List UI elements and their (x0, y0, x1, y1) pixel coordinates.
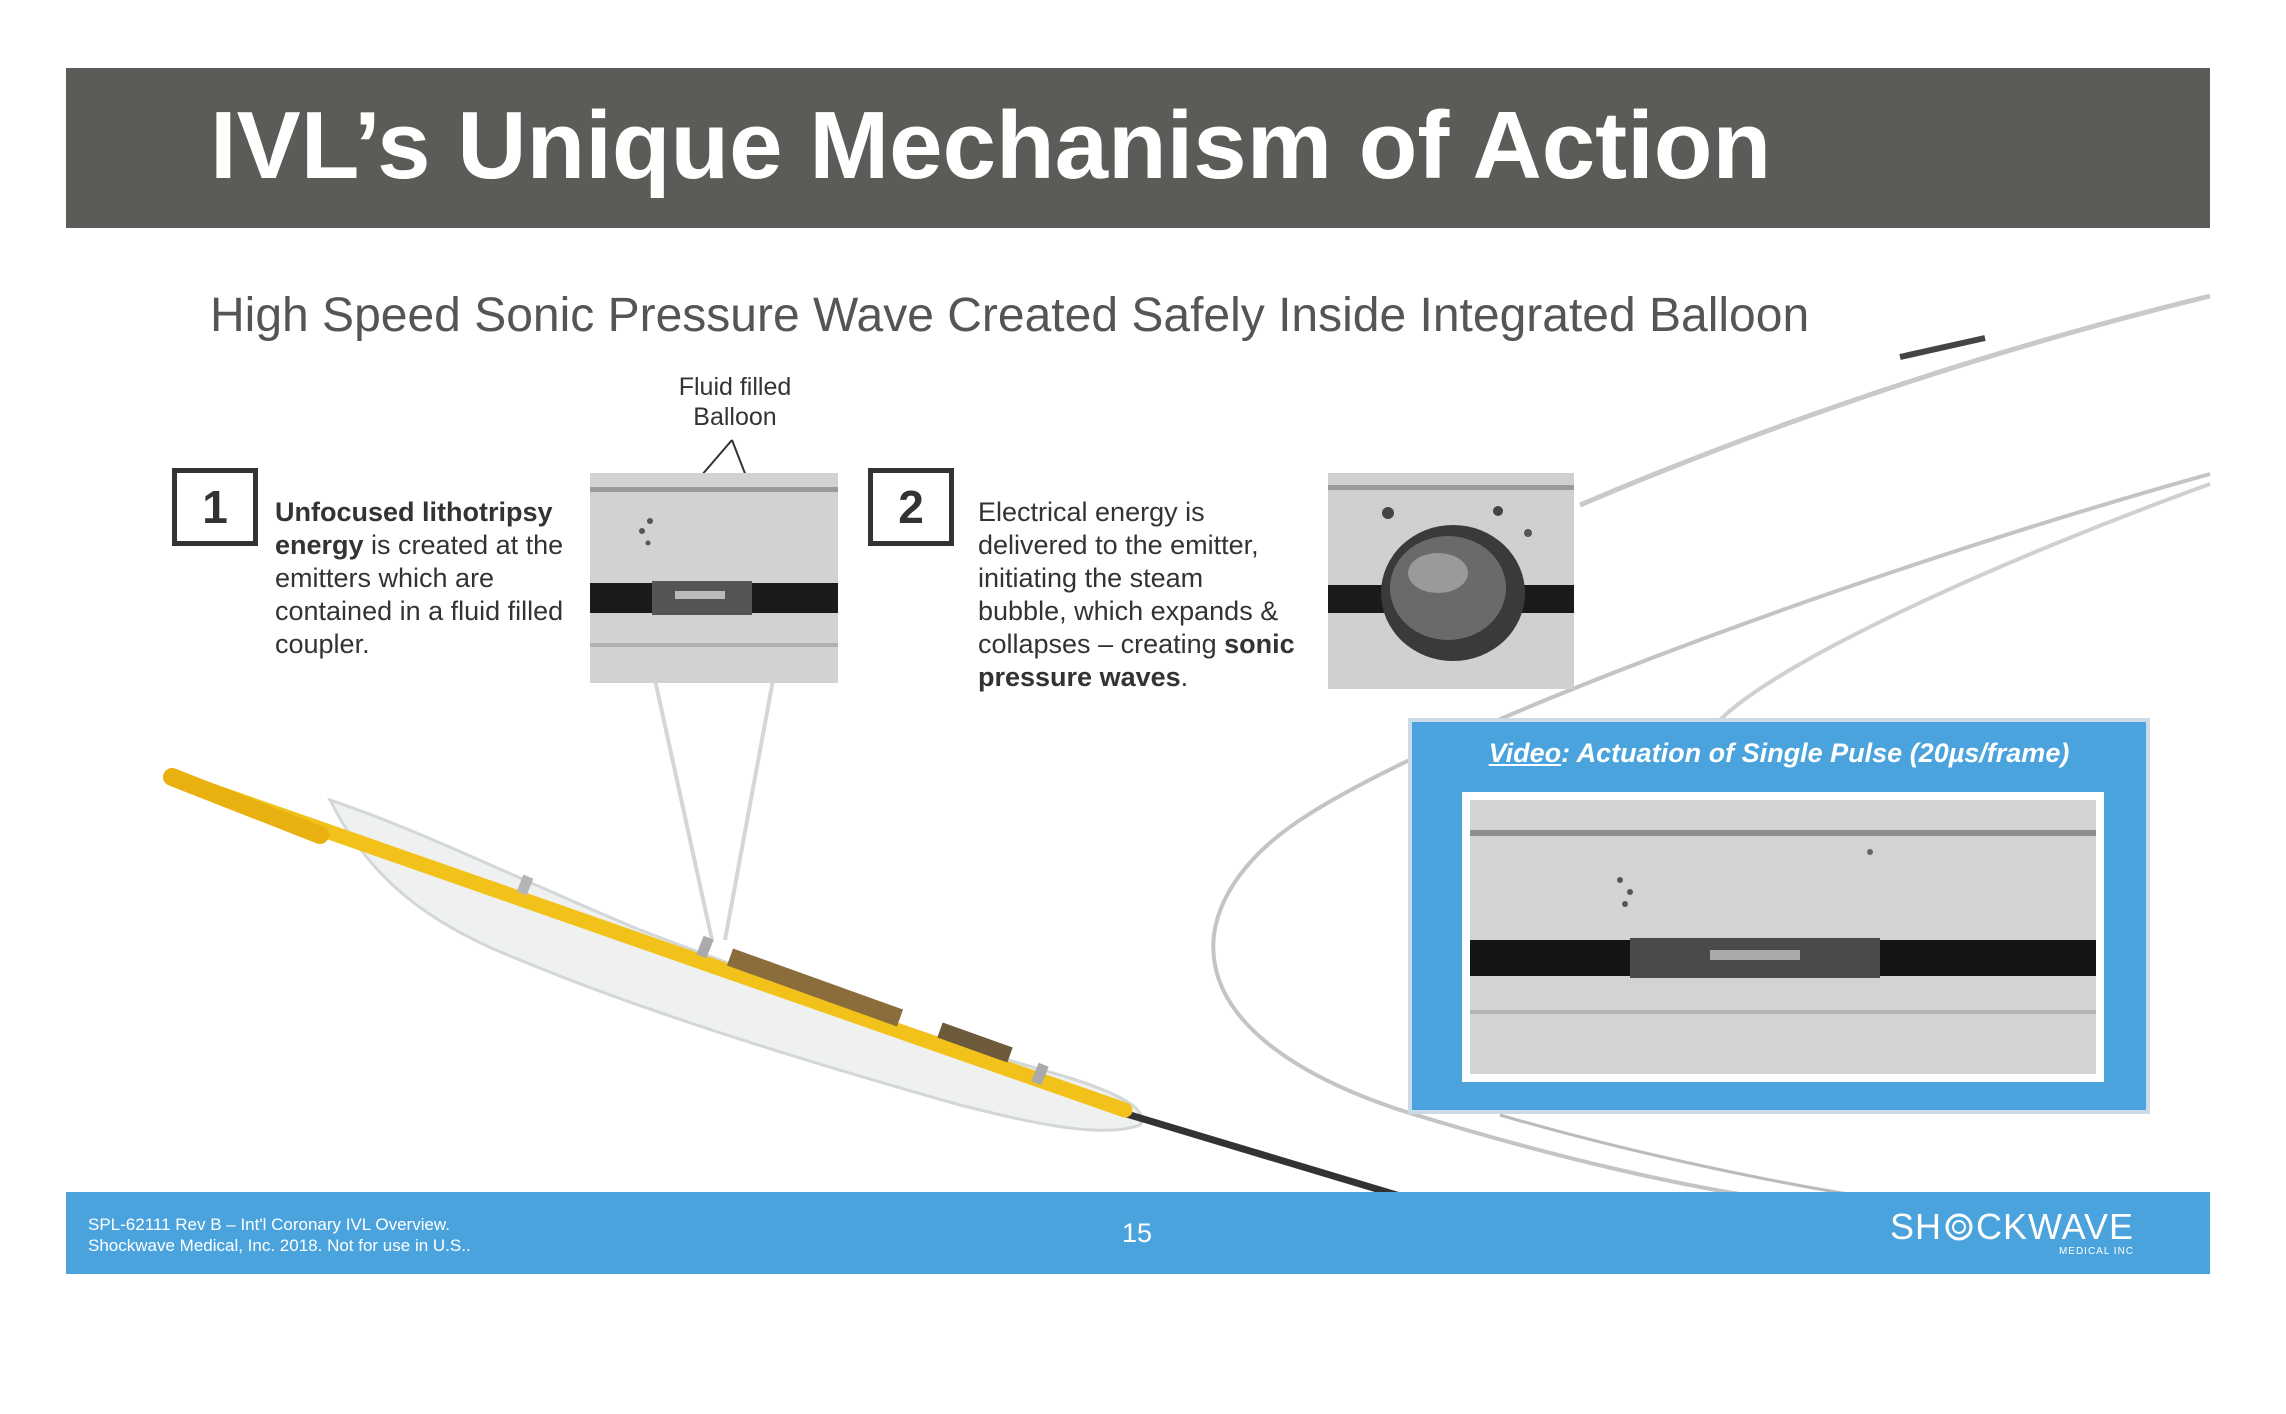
logo-wave-icon (1945, 1213, 1973, 1241)
step-2-end-text: . (1180, 662, 1189, 692)
emitter-photo (590, 473, 838, 683)
step-2-body-text: Electrical energy is delivered to the em… (978, 497, 1279, 659)
logo-text-start: SH (1890, 1206, 1943, 1247)
video-caption: Video: Actuation of Single Pulse (20µs/f… (1412, 738, 2146, 769)
video-player[interactable] (1462, 792, 2104, 1082)
callout-line-1: Fluid filled (678, 373, 792, 401)
step-2-bold-text: sonic pressure waves (978, 629, 1295, 692)
page-title: IVL’s Unique Mechanism of Action (210, 92, 1772, 199)
page-number: 15 (1122, 1218, 1153, 1248)
steam-bubble-photo (1328, 473, 1574, 689)
step-1-text: Unfocused lithotripsy energy is created … (275, 496, 575, 661)
video-frame-image (1470, 800, 2096, 1074)
footer: SPL-62111 Rev B – Int'l Coronary IVL Ove… (66, 1192, 2210, 1274)
step-2-number: 2 (898, 481, 924, 533)
callout-line-2: Balloon (693, 403, 777, 431)
shockwave-logo: SH CKWAVE MEDICAL INC (1890, 1206, 2134, 1257)
title-bar: IVL’s Unique Mechanism of Action (66, 68, 2210, 228)
step-1-number: 1 (202, 481, 228, 533)
footer-text: SPL-62111 Rev B – Int'l Coronary IVL Ove… (88, 1214, 471, 1256)
step-1-body-text: is created at the emitters which are con… (275, 530, 564, 659)
step-1-number-box: 1 (172, 468, 258, 546)
logo-text-end: CKWAVE (1976, 1206, 2135, 1247)
logo-subtext: MEDICAL INC (2058, 1246, 2135, 1257)
logo-wordmark: SH CKWAVE (1890, 1206, 2134, 1248)
subtitle: High Speed Sonic Pressure Wave Created S… (210, 289, 1810, 342)
video-link[interactable]: Video (1488, 738, 1562, 768)
step-1-bold-text: Unfocused lithotripsy energy (275, 497, 553, 560)
step-2-number-box: 2 (868, 468, 954, 546)
video-panel: Video: Actuation of Single Pulse (20µs/f… (1408, 718, 2150, 1114)
step-2-text: Electrical energy is delivered to the em… (978, 496, 1298, 694)
footer-line-1: SPL-62111 Rev B – Int'l Coronary IVL Ove… (88, 1215, 450, 1234)
callout-label: Fluid filled Balloon (660, 372, 810, 432)
video-caption-text: : Actuation of Single Pulse (20µs/frame) (1561, 738, 2070, 768)
footer-line-2: Shockwave Medical, Inc. 2018. Not for us… (88, 1236, 471, 1255)
